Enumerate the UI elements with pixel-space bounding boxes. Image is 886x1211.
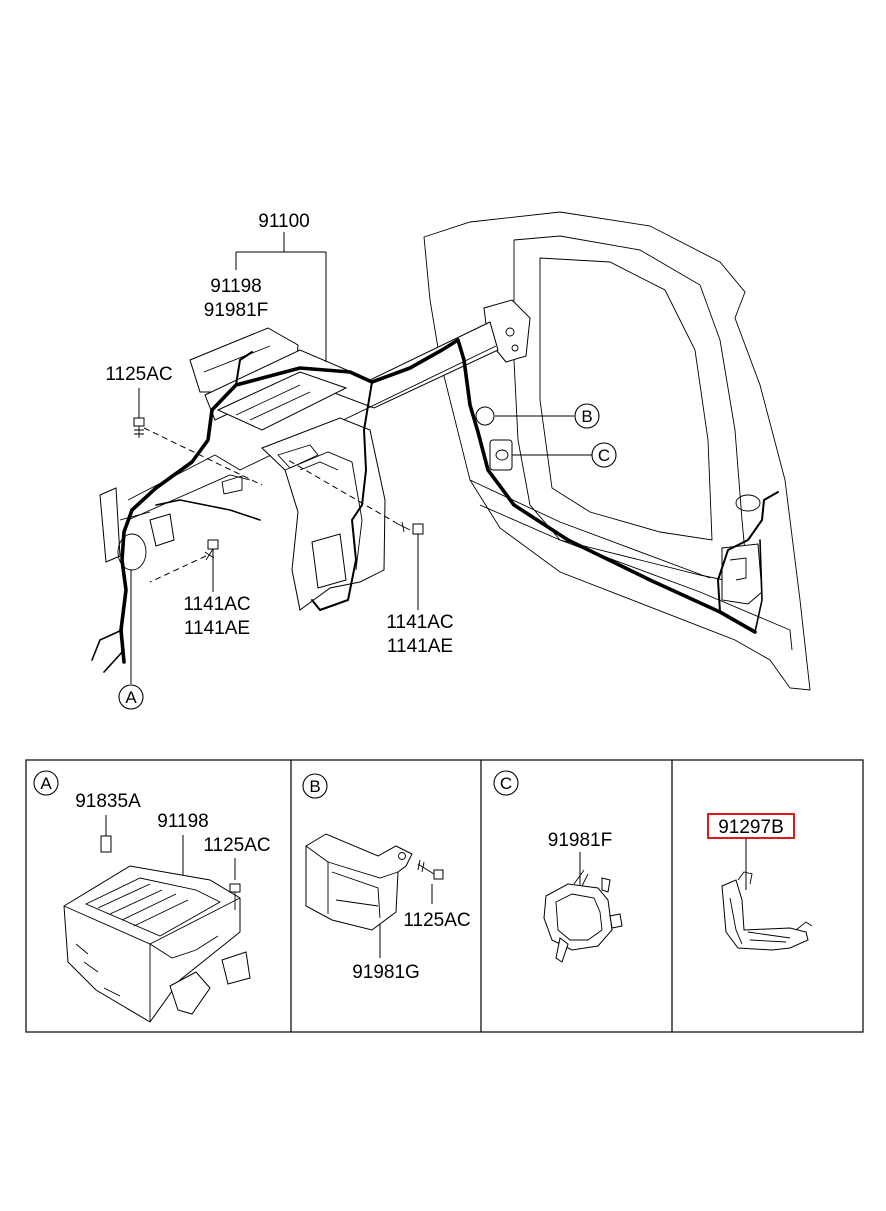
svg-text:A: A [125, 688, 137, 707]
label-1141ae-right: 1141AE [387, 636, 453, 657]
label-91198-detail: 91198 [157, 811, 208, 832]
label-1125ac: 1125AC [105, 364, 172, 385]
label-91100: 91100 [258, 211, 309, 232]
label-1125ac-detail-a: 1125AC [203, 835, 270, 856]
detail-a: A 91835A 91198 1125AC [33, 770, 271, 1023]
svg-text:C: C [598, 446, 610, 465]
label-91297b: 91297B [718, 817, 784, 838]
label-91198: 91198 [210, 276, 261, 297]
fuse-icon [100, 835, 112, 853]
bracket-91981g-icon [305, 833, 413, 931]
bolt-1141-left-icon [204, 539, 219, 561]
ref-circle-b: B [574, 403, 600, 429]
label-91981f-detail: 91981F [548, 830, 612, 851]
svg-text:B: B [581, 407, 592, 426]
label-1125ac-detail-b: 1125AC [403, 910, 470, 931]
detail-panels: A 91835A 91198 1125AC [25, 759, 864, 1033]
bracket-91297b-icon [721, 871, 813, 951]
label-91981f: 91981F [204, 300, 268, 321]
junction-box-icon [63, 865, 251, 1023]
detail-d: 91297B [707, 813, 813, 951]
bolt-1125ac-b-icon [417, 859, 444, 880]
label-1141ae-left: 1141AE [184, 618, 250, 639]
ref-circle-c: C [591, 442, 617, 468]
dash-cross-member [99, 321, 499, 611]
grommet-c [489, 439, 513, 471]
grommet-b [475, 406, 495, 426]
detail-a-tag: A [40, 774, 52, 793]
highlight-box [707, 813, 795, 839]
bolt-1141-right-icon [397, 521, 424, 535]
main-assembly: 91100 91198 91981F 1125AC 1141AC 1141AE … [91, 211, 811, 710]
detail-b: B 1125AC 91981G [302, 773, 471, 983]
ref-circle-a: A [118, 684, 144, 710]
detail-b-tag: B [309, 777, 320, 796]
label-91981g: 91981G [352, 962, 420, 983]
label-1141ac-right: 1141AC [386, 612, 453, 633]
label-91835a: 91835A [75, 791, 141, 812]
main-wire-harness [91, 338, 779, 673]
detail-c: C 91981F [493, 770, 623, 963]
bolt-1125ac-icon [133, 417, 145, 438]
detail-c-tag: C [500, 774, 512, 793]
label-1141ac-left: 1141AC [183, 594, 250, 615]
protector-91981f-icon [543, 869, 623, 963]
